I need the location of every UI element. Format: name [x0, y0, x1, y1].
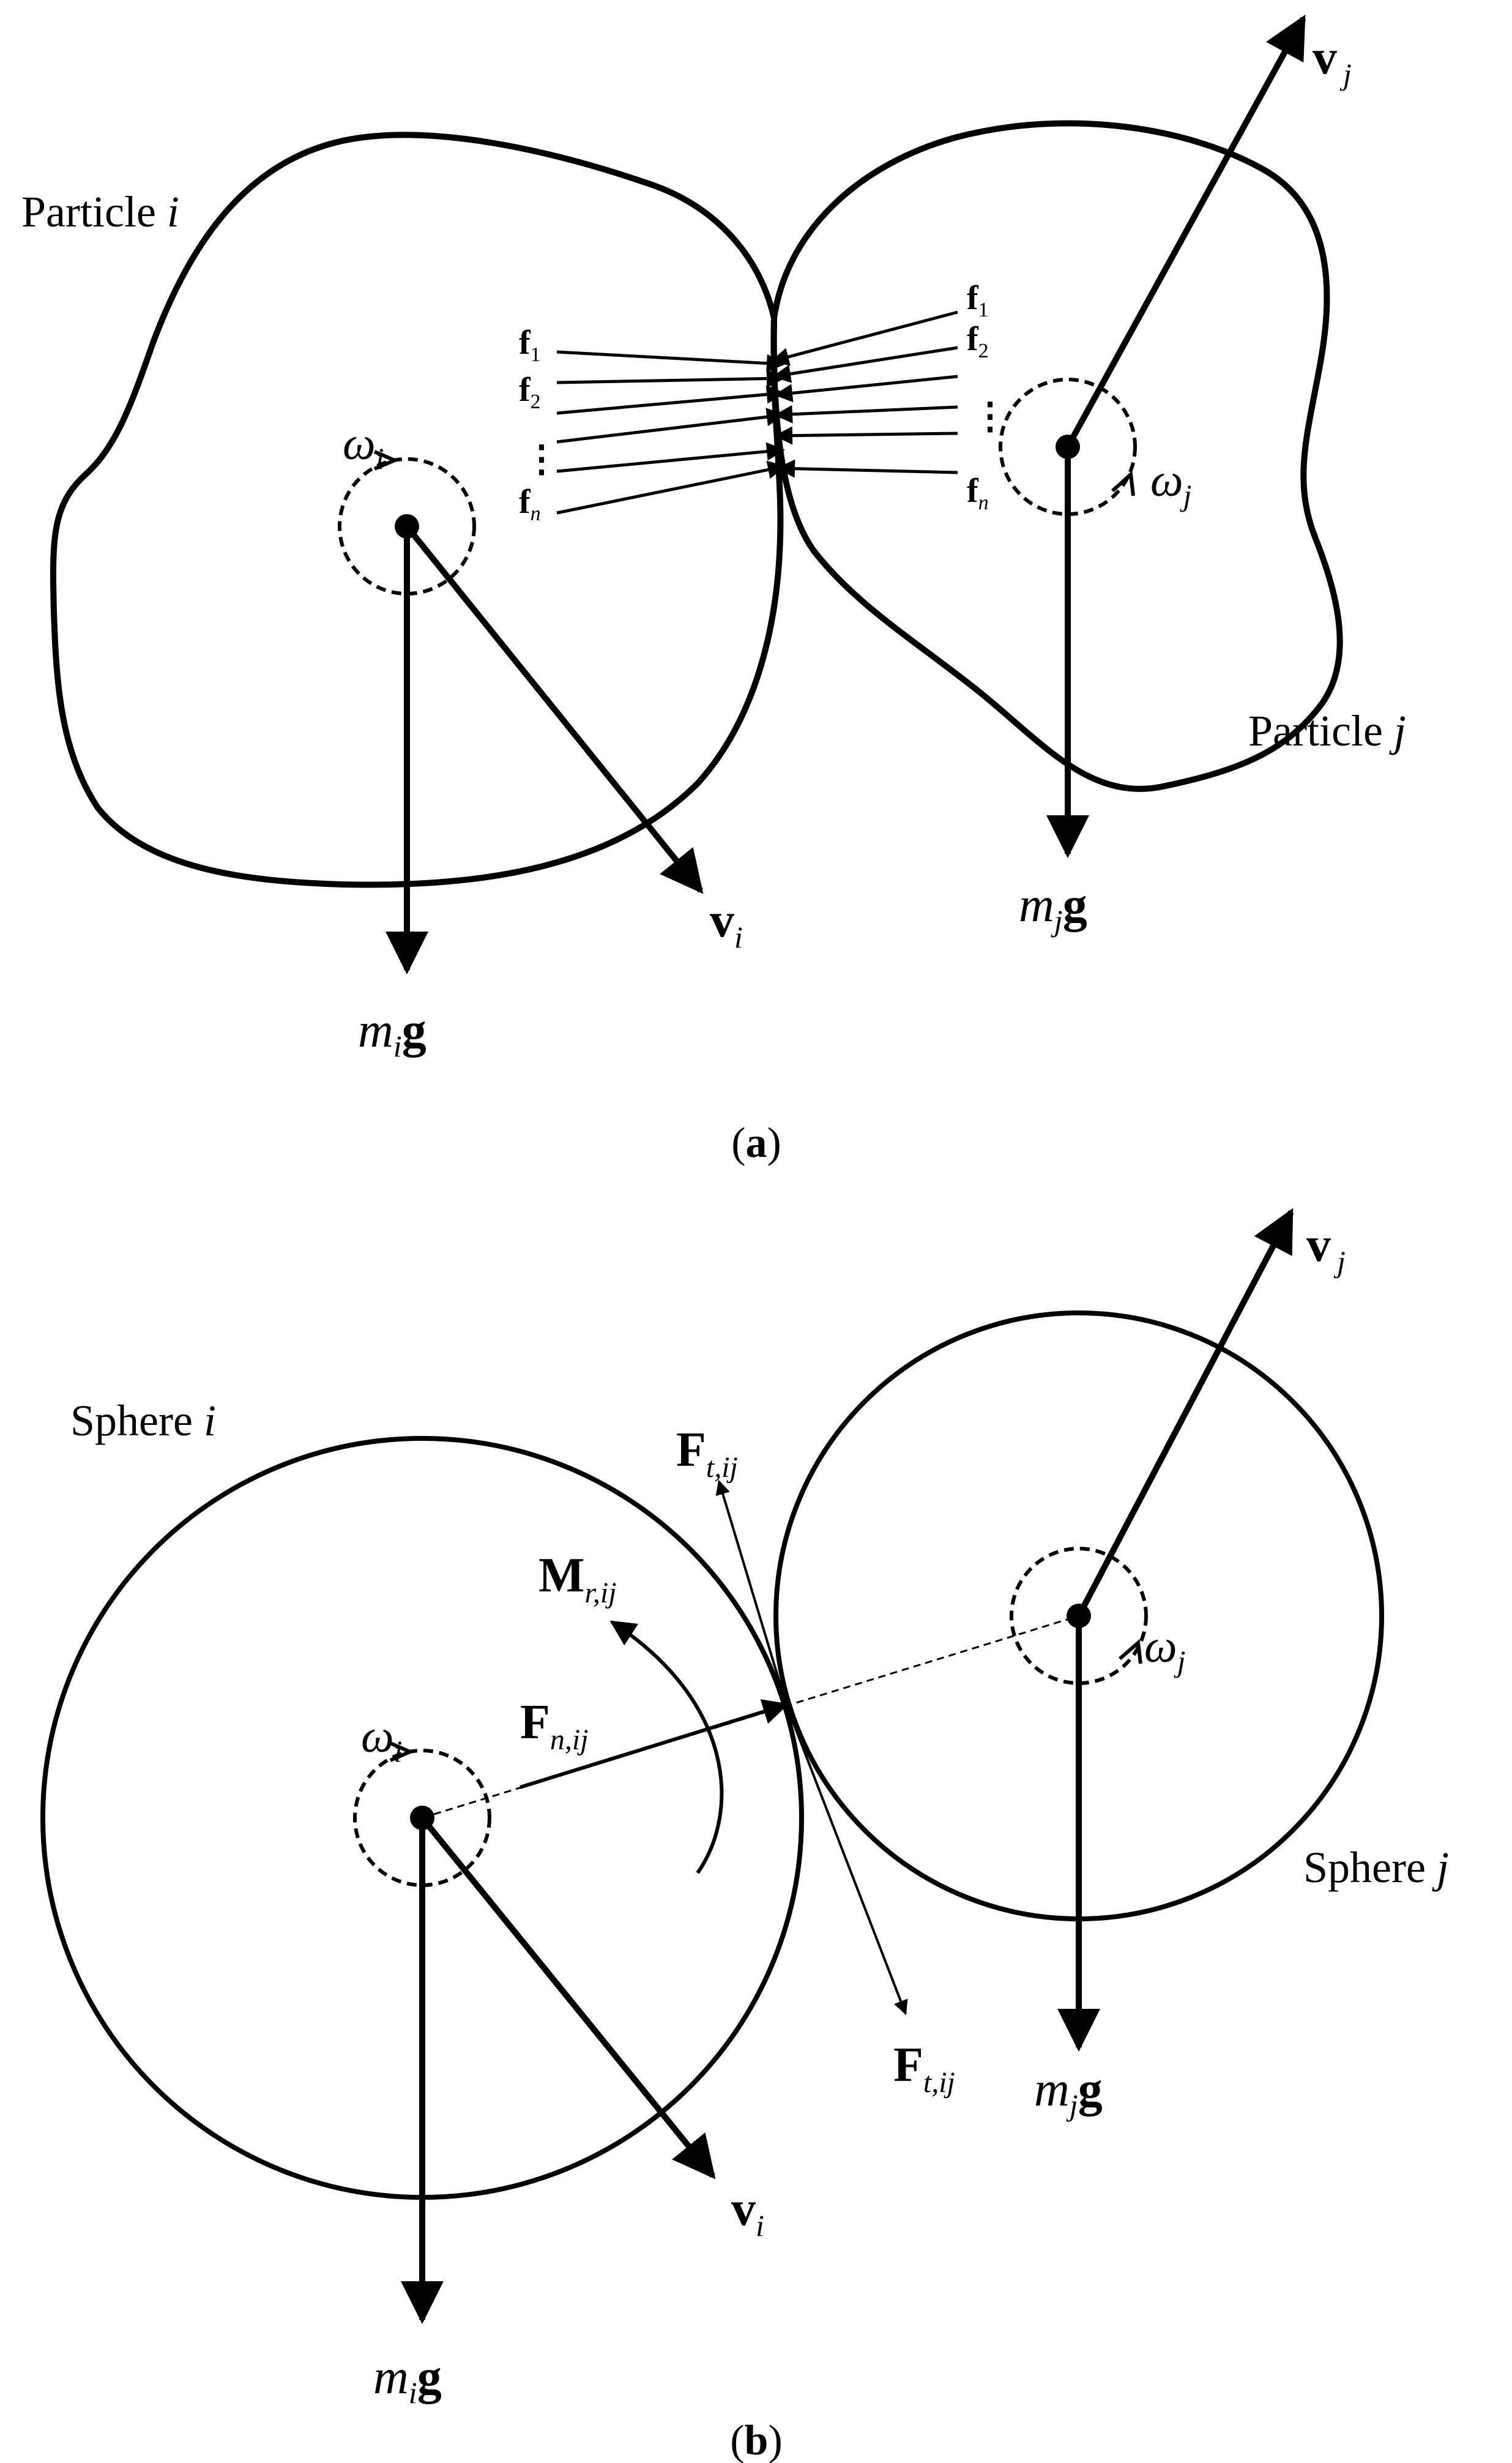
rolling-moment-arrow	[609, 1620, 724, 1874]
right-force-arrow	[770, 310, 958, 366]
left-force-arrow	[556, 408, 785, 444]
weight-i-label: mig	[358, 1004, 426, 1063]
omega-i-dashed-circle	[338, 457, 476, 596]
omega-j-label: ωj	[1144, 1621, 1186, 1678]
left-force-f2-label: f2	[519, 371, 541, 413]
omega-i-label: ωi	[343, 418, 384, 476]
right-force-arrow	[772, 346, 958, 383]
tangential-force-top-label: Ft,ij	[676, 1423, 738, 1484]
weight-j-label: mjg	[1034, 2063, 1103, 2122]
tangential-force-bottom-label: Ft,ij	[893, 2038, 955, 2099]
velocity-i-label: vi	[731, 2182, 764, 2243]
velocity-j-arrow	[1076, 1208, 1294, 1618]
omega-i-rotation-icon	[373, 450, 400, 471]
velocity-i-arrow	[420, 1815, 716, 2180]
right-force-dots: ⋮	[972, 396, 1008, 436]
velocity-i-arrow	[404, 524, 704, 894]
particle-j-label: Particle j	[1248, 706, 1406, 755]
left-force-arrow	[556, 442, 785, 473]
left-force-arrow	[556, 350, 785, 373]
weight-j-label: mjg	[1019, 878, 1087, 938]
left-force-fn-label: fn	[519, 483, 541, 525]
right-force-arrow	[774, 426, 958, 445]
omega-i-label: ωi	[361, 1711, 403, 1768]
left-force-arrow	[556, 460, 786, 515]
normal-force-label: Fn,ij	[520, 1695, 589, 1756]
contact-force-arrows	[556, 310, 958, 515]
velocity-j-arrow	[1065, 14, 1306, 449]
right-force-f2-label: f2	[967, 320, 989, 362]
particle-i-outline	[50, 132, 784, 888]
sphere-j-label: Sphere j	[1303, 1843, 1449, 1892]
right-force-fn-label: fn	[967, 472, 989, 514]
left-force-arrow	[556, 369, 785, 388]
weight-i-label: mig	[373, 2350, 442, 2410]
omega-i-rotation-icon	[389, 1741, 415, 1762]
left-force-dots: ⋮	[523, 439, 560, 479]
right-force-f1-label: f1	[967, 279, 989, 321]
velocity-i-label: vi	[710, 894, 743, 954]
omega-j-dashed-circle	[1010, 1547, 1148, 1685]
particle-j-outline	[770, 120, 1343, 792]
right-force-arrow	[774, 375, 958, 403]
left-force-f1-label: f1	[519, 324, 541, 366]
panel-b-label: (b)	[730, 2417, 783, 2463]
panel-a-label: (a)	[731, 1119, 781, 1167]
omega-j-rotation-icon	[1111, 470, 1135, 496]
sphere-i-label: Sphere i	[70, 1396, 216, 1445]
normal-force-arrow	[520, 1699, 789, 1789]
omega-j-label: ωj	[1150, 455, 1192, 512]
omega-j-rotation-icon	[1119, 1639, 1142, 1664]
tangential-force-bottom-arrow	[785, 1704, 908, 2016]
rolling-moment-label: Mr,ij	[538, 1549, 617, 1609]
particle-i-label: Particle i	[21, 187, 179, 236]
right-force-arrow	[774, 405, 958, 424]
omega-j-dashed-circle	[999, 378, 1137, 516]
omega-i-dashed-circle	[353, 1749, 491, 1887]
left-force-arrow	[556, 385, 785, 415]
right-force-arrow	[776, 459, 958, 478]
tangential-force-top-arrow	[715, 1479, 788, 1705]
